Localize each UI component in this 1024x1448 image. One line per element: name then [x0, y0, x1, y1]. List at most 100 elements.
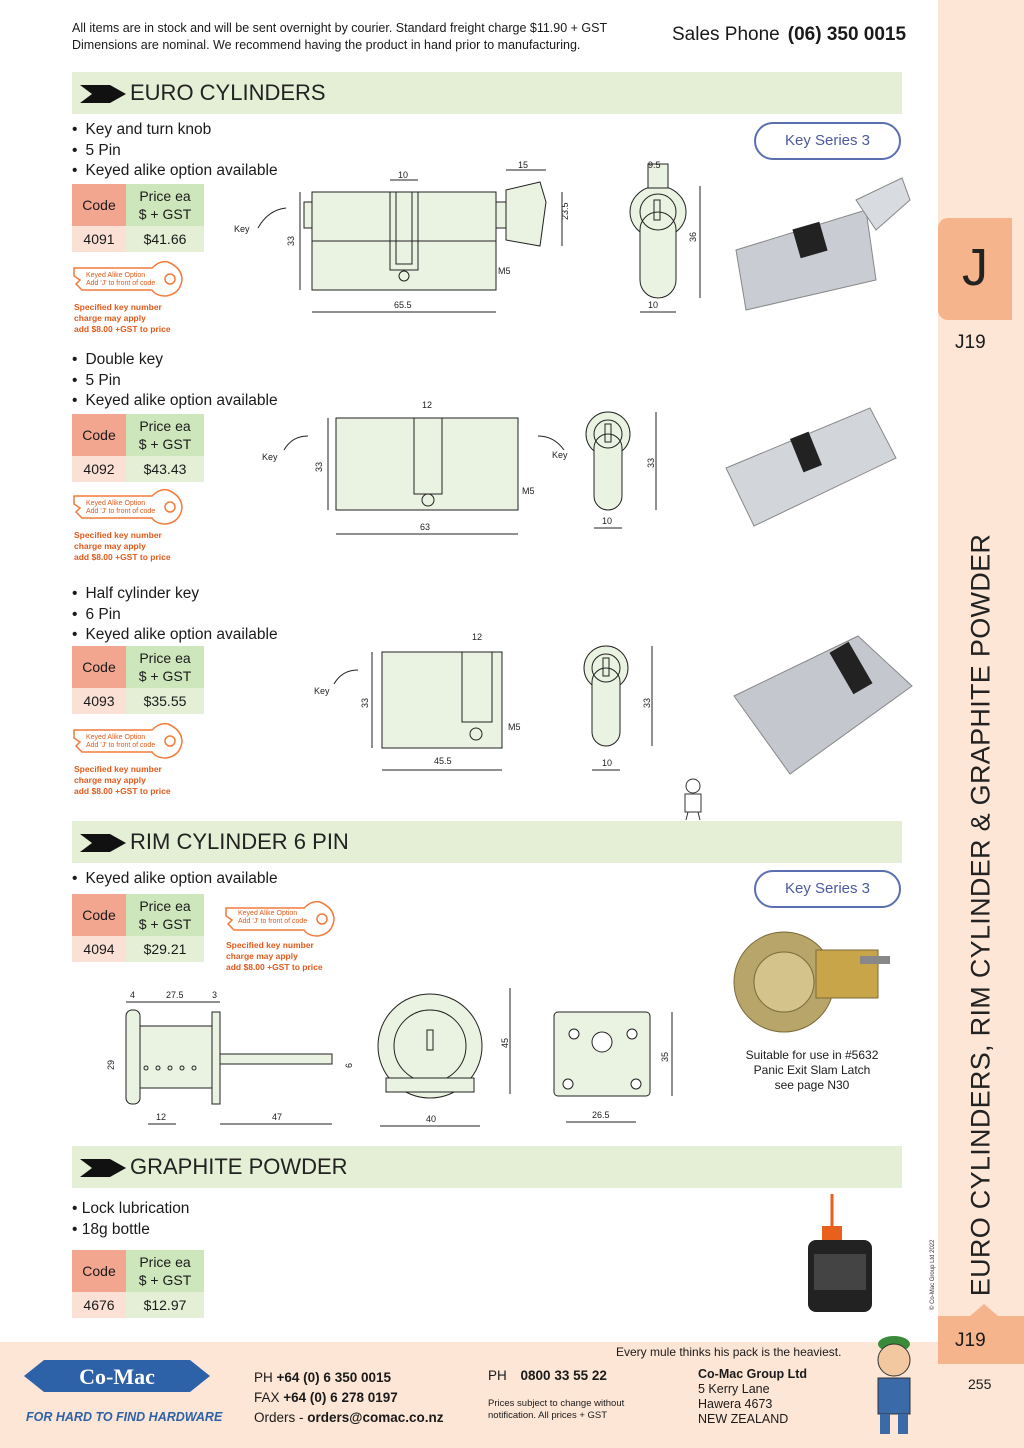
dim-label: 29: [106, 1060, 116, 1070]
price-header: Price ea$ + GST: [126, 1250, 204, 1292]
page-code: J19: [955, 332, 986, 353]
bullet-item: Half cylinder key: [72, 584, 278, 605]
product-photo-4092: [725, 407, 897, 527]
price-header: Price ea$ + GST: [126, 414, 204, 456]
dim-label: 12: [472, 632, 482, 642]
key-label: Key: [314, 686, 330, 696]
bullet-item: • Lock lubrication: [72, 1200, 190, 1217]
product-photo-4094: [733, 931, 890, 1033]
dim-label: 10: [398, 170, 408, 180]
dim-label: 9.5: [648, 160, 661, 170]
orders-email[interactable]: orders@comac.co.nz: [307, 1410, 444, 1425]
dim-label: 12: [156, 1112, 166, 1122]
dim-label: 45: [500, 1038, 510, 1048]
sales-phone-number[interactable]: (06) 350 0015: [787, 24, 907, 45]
product-code: 4093: [72, 688, 126, 714]
section-heading-rim: RIM CYLINDER 6 PIN: [72, 821, 902, 863]
sales-phone-label: Sales Phone: [672, 24, 780, 45]
dim-label: 33: [286, 236, 296, 246]
section-heading-text: EURO CYLINDERS: [130, 80, 326, 105]
tagline: FOR HARD TO FIND HARDWARE: [26, 1410, 223, 1424]
dim-label: M5: [522, 486, 535, 496]
page-link-n30[interactable]: see page N30: [774, 1078, 850, 1092]
arrow-icon: [80, 1159, 126, 1177]
bullet-item: Keyed alike option available: [72, 869, 277, 890]
bullet-item: Keyed alike option available: [72, 391, 277, 412]
price-header: Price ea$ + GST: [126, 894, 204, 936]
key-outline-icon: [225, 900, 335, 937]
dim-label: 33: [360, 698, 370, 708]
fax-number: +64 (0) 6 278 0197: [283, 1390, 398, 1405]
dim-label: 36: [688, 232, 698, 242]
dim-label: 33: [314, 462, 324, 472]
freephone: PH 0800 33 55 22: [488, 1368, 607, 1383]
copyright: © Co-Mac Group Ltd 2022: [930, 1239, 936, 1310]
arrow-icon: [80, 85, 126, 103]
product-photo-4676: [808, 1194, 872, 1312]
bullet-item: • 18g bottle: [72, 1220, 150, 1238]
phone-number[interactable]: +64 (0) 6 350 0015: [276, 1370, 391, 1385]
key-label: Key: [262, 452, 278, 462]
dim-label: 12: [422, 400, 432, 410]
dim-label: 3: [212, 990, 217, 1000]
page-code-tab: [938, 1316, 1024, 1364]
product-4091-bullets: Key and turn knob 5 Pin Keyed alike opti…: [72, 120, 277, 182]
product-price: $41.66: [126, 226, 204, 252]
footer-contacts: PH +64 (0) 6 350 0015 FAX +64 (0) 6 278 …: [254, 1370, 444, 1425]
product-code: 4676: [72, 1292, 126, 1318]
company-address: Co-Mac Group Ltd 5 Kerry Lane Hawera 467…: [698, 1367, 808, 1426]
page-tab-arrow: [970, 1304, 998, 1316]
dim-label: 15: [518, 160, 528, 170]
dim-label: 6: [344, 1063, 354, 1068]
product-4094-bullets: Keyed alike option available: [72, 869, 277, 890]
bullet-item: 5 Pin: [72, 371, 278, 392]
dim-label: 40: [426, 1114, 436, 1124]
dim-label: 33: [646, 458, 656, 468]
mule-mascot-icon: [877, 1336, 911, 1434]
key-series-badge: Key Series 3: [754, 870, 901, 908]
sales-phone: Sales Phone (06) 350 0015: [672, 24, 906, 46]
product-4676-bullets: • Lock lubrication • 18g bottle: [72, 1199, 189, 1240]
product-code: 4091: [72, 226, 126, 252]
key-label: Key: [234, 224, 250, 234]
svg-text:Co-Mac: Co-Mac: [79, 1364, 155, 1389]
dim-label: 10: [648, 300, 658, 310]
code-header: Code: [72, 184, 126, 226]
dim-label: M5: [508, 722, 521, 732]
product-price: $12.97: [126, 1292, 204, 1318]
freephone-number[interactable]: 0800 33 55 22: [520, 1368, 607, 1383]
dim-label: 63: [420, 522, 430, 532]
product-photo-4091: [735, 177, 911, 311]
section-heading-graphite: GRAPHITE POWDER: [72, 1146, 902, 1188]
header-note-line2: Dimensions are nominal. We recommend hav…: [72, 38, 581, 52]
key-outline-icon: [73, 488, 183, 525]
bullet-item: Keyed alike option available: [72, 161, 277, 182]
dim-label: 27.5: [166, 990, 184, 1000]
side-title-text: EURO CYLINDERS, RIM CYLINDER & GRAPHITE …: [965, 533, 996, 1297]
product-price: $29.21: [126, 936, 204, 962]
diagram-euro-key-knob: 10 15 23.5 33 65.5 M5 Key 9.5 36 10: [234, 160, 701, 313]
section-heading-euro: EURO CYLINDERS: [72, 72, 902, 114]
page-number: 255: [968, 1376, 992, 1392]
product-4093-bullets: Half cylinder key 6 Pin Keyed alike opti…: [72, 584, 278, 646]
dim-label: 35: [660, 1052, 670, 1062]
product-price: $35.55: [126, 688, 204, 714]
diagram-euro-half-cylinder: 12 33 45.5 M5 Key 33 10: [314, 632, 653, 771]
header-note: All items are in stock and will be sent …: [72, 20, 632, 54]
key-outline-icon: [73, 722, 183, 759]
side-title: EURO CYLINDERS, RIM CYLINDER & GRAPHITE …: [938, 534, 1024, 1296]
dim-label: 26.5: [592, 1110, 610, 1120]
key-label: Key: [552, 450, 568, 460]
dim-label: 23.5: [560, 202, 570, 220]
product-4092-bullets: Double key 5 Pin Keyed alike option avai…: [72, 350, 278, 412]
page-code-bottom: J19: [955, 1330, 986, 1351]
dim-label: M5: [498, 266, 511, 276]
